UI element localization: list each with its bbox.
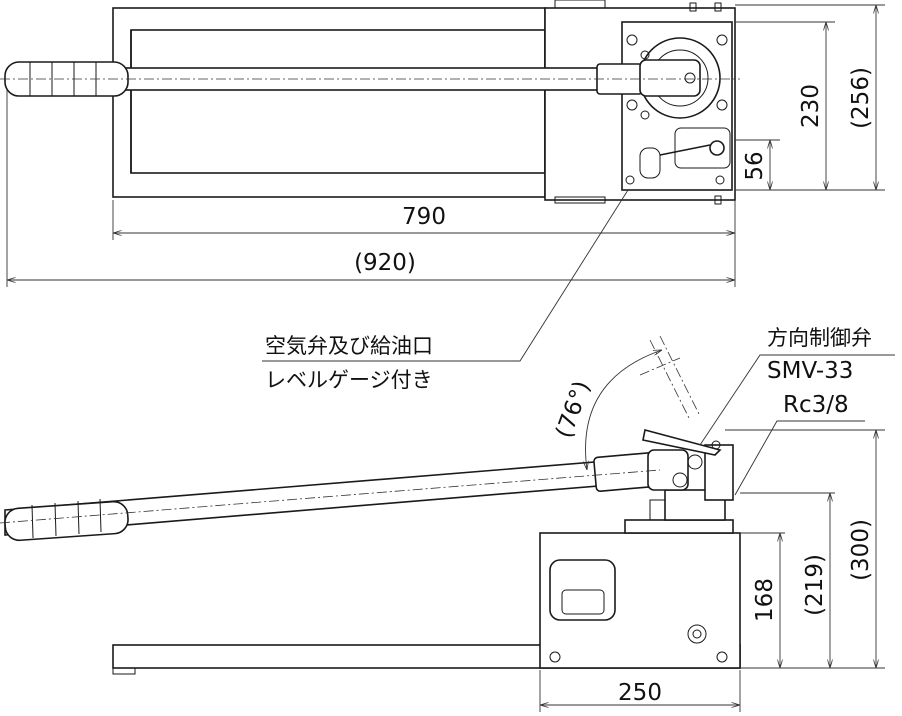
valve-top [674,127,731,169]
pump-head-plate [621,21,733,191]
valve-label: 方向制御弁 [767,326,872,350]
dim-width: 230 [798,84,824,128]
top-view: 790 (920) 230 (256) 56 [0,0,885,287]
dim-overall-width: (256) [848,67,874,129]
callout-air-valve: 空気弁及び給油口 レベルゲージ付き [262,189,629,392]
callout-line2: レベルゲージ付き [265,368,433,392]
side-view: (76°) 方向制御弁 SMV-33 Rc3/8 168 (219) (300)… [0,326,895,712]
valve-model: SMV-33 [767,358,853,384]
dim-length: 790 [402,204,446,230]
callout-line1: 空気弁及び給油口 [265,334,433,358]
port-size: Rc3/8 [783,392,849,418]
dim-box-height: 168 [752,578,778,622]
dim-port-offset: 56 [742,151,768,180]
dim-overall-height: (300) [848,519,874,581]
dim-port-height: (219) [802,554,828,616]
grip-side [4,498,129,542]
carry-handle [549,559,616,621]
dim-overall-length: (920) [354,250,416,276]
frame-inner [130,29,546,174]
dim-box-width: 250 [618,680,662,706]
reservoir-box [539,532,741,669]
frame-outline [112,7,546,198]
handle-angle: (76°) [551,378,596,442]
